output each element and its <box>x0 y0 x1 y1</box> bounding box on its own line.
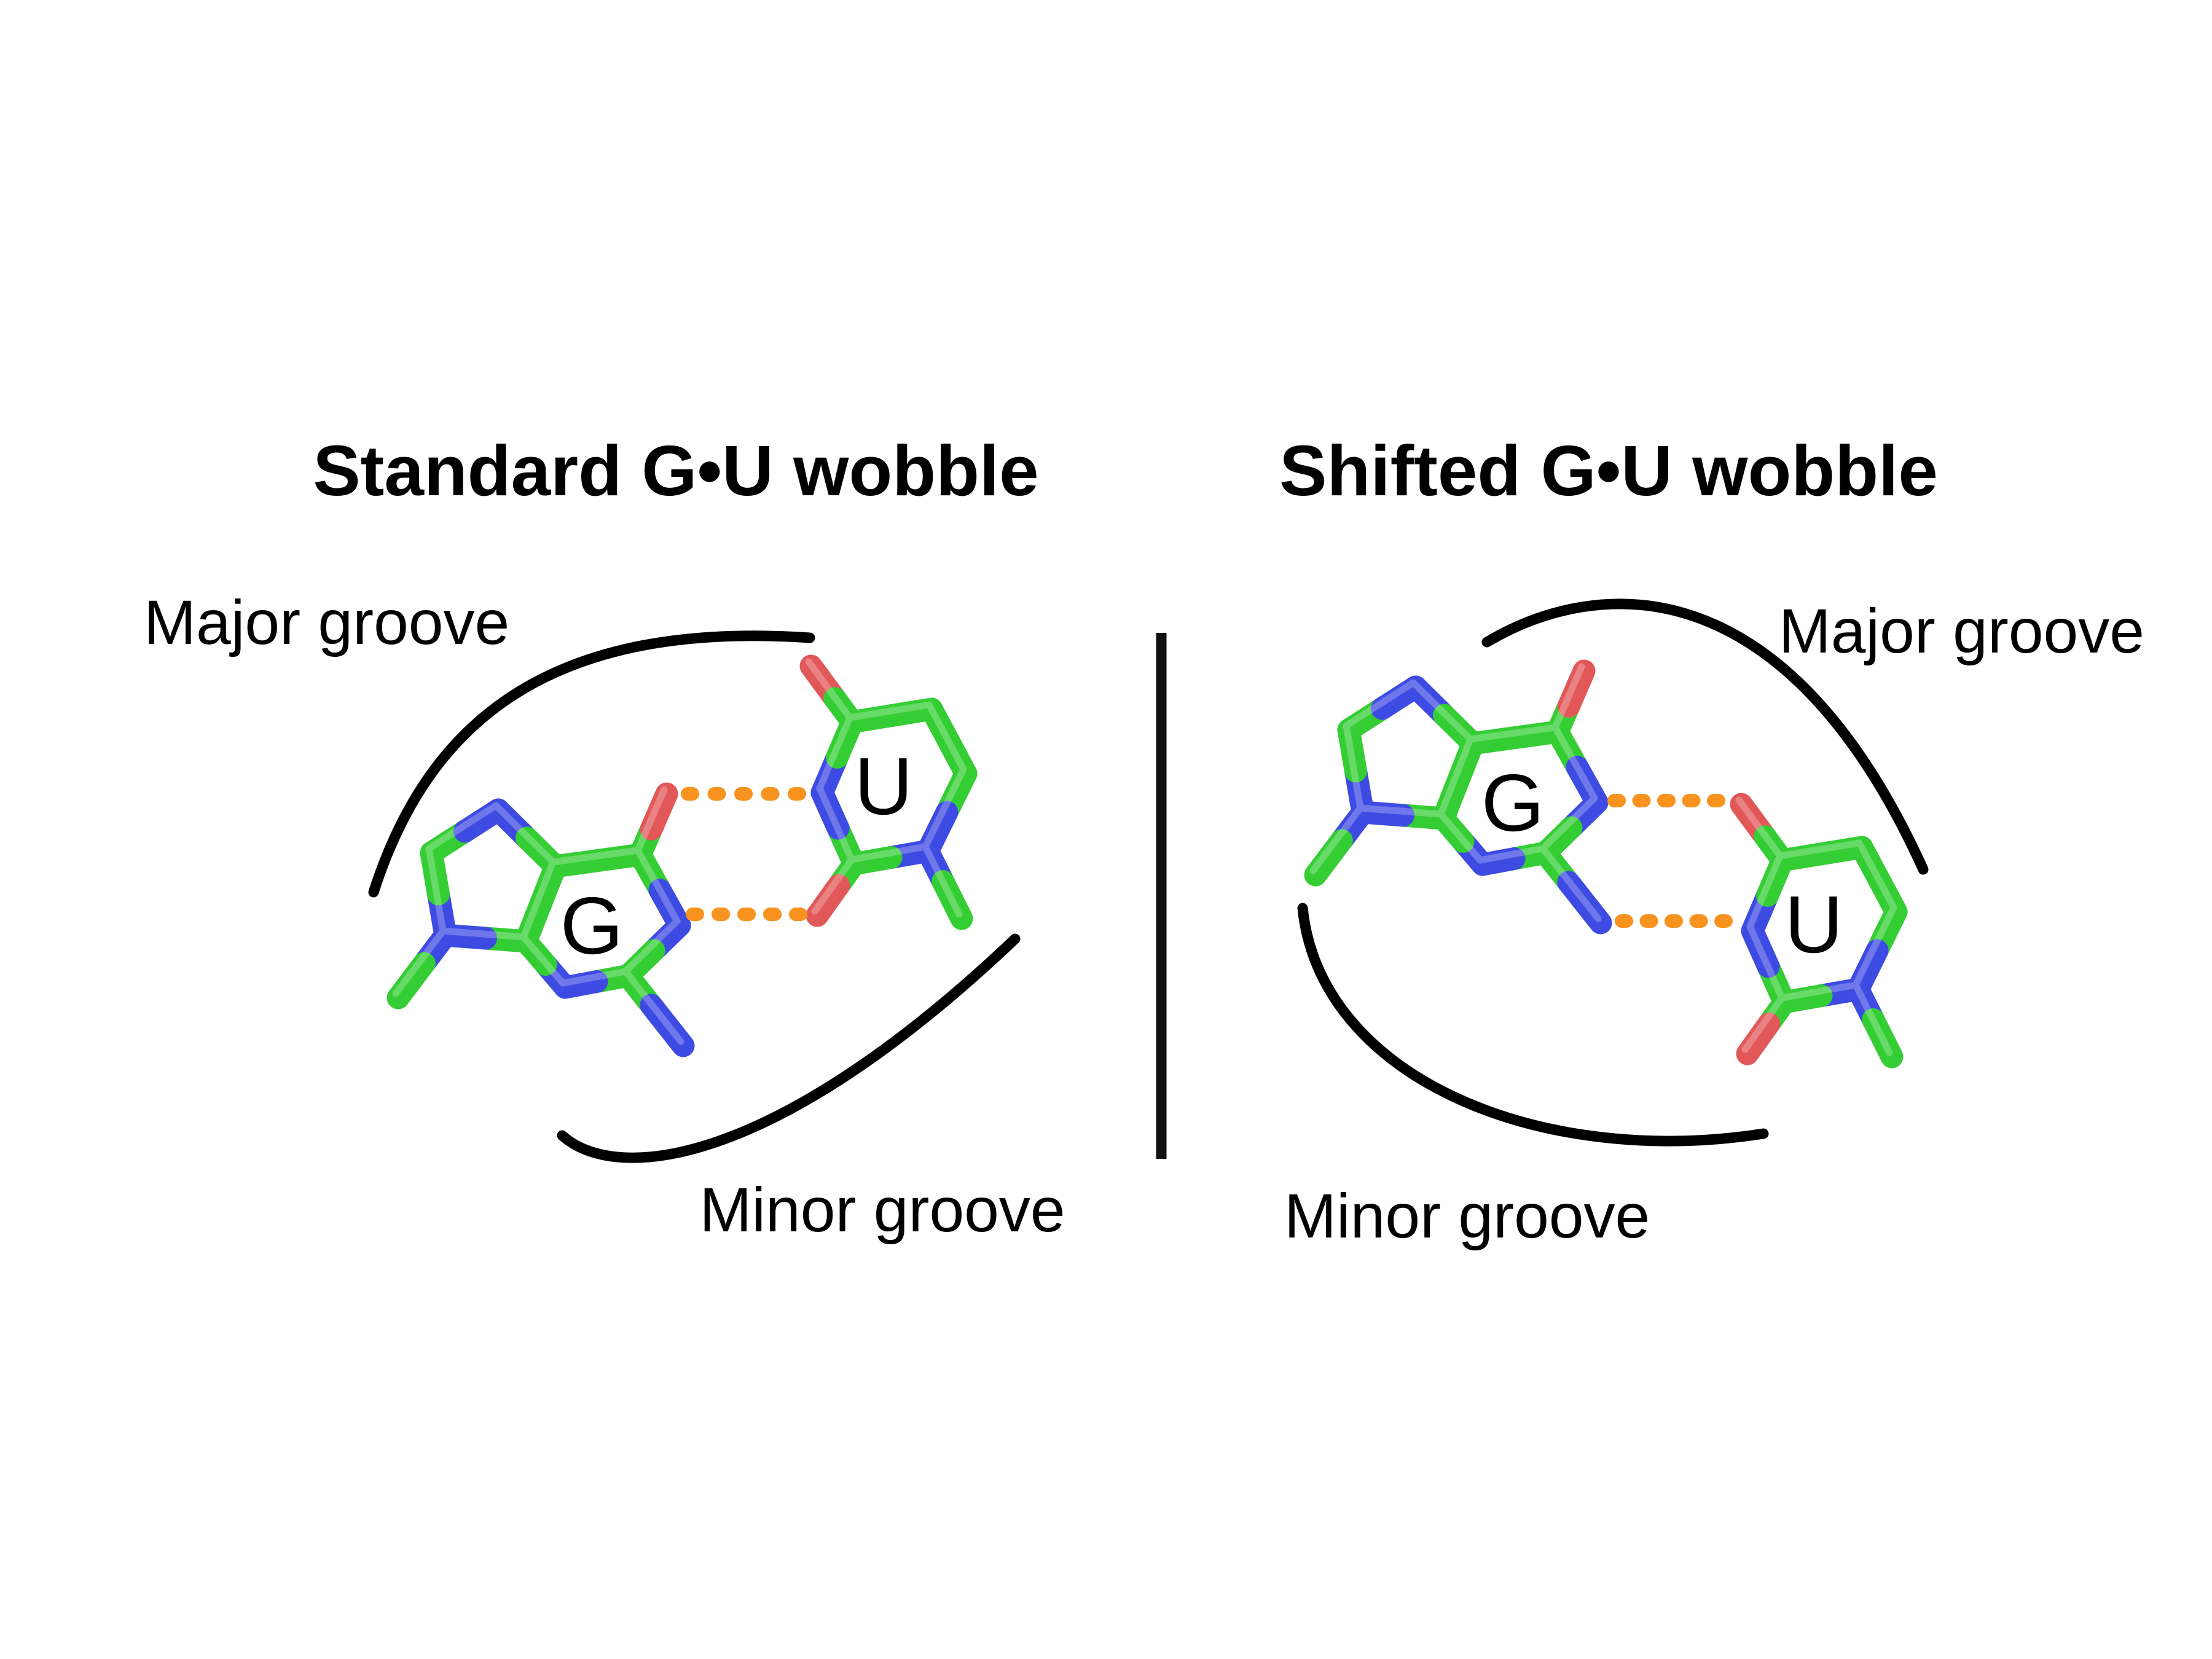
major-groove-arc-left <box>368 630 815 898</box>
stick-highlight <box>848 843 929 863</box>
major-groove-label-right: Major groove <box>1779 596 2144 666</box>
stick-highlight <box>425 802 500 852</box>
stick-highlight <box>1852 904 1897 989</box>
stick-highlights <box>1309 663 1602 922</box>
stick-highlight <box>1746 852 1784 930</box>
stick-highlights <box>805 658 967 918</box>
stick-highlight <box>520 858 557 941</box>
major-groove-arc-right <box>1481 598 1929 875</box>
stick-highlight <box>805 658 853 721</box>
stick-highlights <box>1735 796 1897 1056</box>
bond-stick <box>1862 1008 1904 1069</box>
bond-stick <box>826 710 864 769</box>
bond-stick <box>1432 807 1475 853</box>
stick-highlight <box>1343 722 1364 812</box>
stick-highlight <box>425 845 447 935</box>
stick-highlight <box>1778 981 1859 1002</box>
stick-highlight <box>634 786 668 854</box>
bond-stick <box>1304 829 1353 887</box>
stick-highlight <box>925 701 967 773</box>
stick-highlight <box>1539 845 1602 922</box>
minor-groove-label-left: Minor groove <box>699 1175 1065 1245</box>
bond-stick <box>931 870 973 930</box>
bond-stick <box>640 994 695 1057</box>
stick-highlight <box>846 701 933 721</box>
panel-title-standard-wobble: Standard G•U wobble <box>313 431 1038 511</box>
stick-highlight <box>816 714 853 792</box>
stick-highlight <box>1551 724 1598 802</box>
stick-highlight <box>622 968 684 1045</box>
bond-stick <box>386 952 436 1010</box>
bond-stick <box>640 782 678 841</box>
stick-highlight <box>492 802 557 866</box>
stick-highlight <box>1776 839 1863 860</box>
stick-highlight <box>922 766 967 850</box>
stick-highlight <box>1741 994 1786 1053</box>
minor-groove-arc-left <box>557 933 1021 1163</box>
molecule-uracil-left <box>799 654 978 930</box>
stick-highlight <box>392 927 447 997</box>
major-groove-label-left: Major groove <box>144 587 509 657</box>
stick-highlight <box>1343 679 1417 729</box>
stick-highlight <box>816 785 855 863</box>
minor-groove-label-right: Minor groove <box>1284 1181 1650 1251</box>
stick-highlight <box>559 968 629 987</box>
hydrogen-bonds <box>681 787 1733 928</box>
stick-highlight <box>922 843 963 918</box>
bond-stick <box>514 930 557 976</box>
stick-highlight <box>1467 724 1559 743</box>
stick-highlight <box>520 933 567 987</box>
bond-stick <box>806 874 850 927</box>
stick-highlight <box>1309 804 1364 874</box>
stick-highlight <box>549 847 641 866</box>
bond-stick <box>1736 1012 1781 1065</box>
base-letter-guanine-right: G <box>1481 758 1545 848</box>
stick-highlight <box>1551 663 1585 731</box>
stick-highlight <box>439 927 527 941</box>
panel-title-shifted-wobble: Shifted G•U wobble <box>1279 431 1938 511</box>
stick-highlight <box>1437 810 1484 864</box>
stick-highlights <box>392 786 684 1045</box>
stick-highlight <box>1437 735 1474 818</box>
minor-groove-arc-right <box>1297 903 1769 1147</box>
stick-highlight <box>634 847 681 925</box>
stick-highlight <box>811 856 855 915</box>
stick-highlight <box>1410 679 1474 743</box>
stick-highlight <box>1477 845 1547 864</box>
stick-highlight <box>1539 794 1598 852</box>
base-letter-guanine-left: G <box>560 880 624 971</box>
molecule-guanine-right <box>1304 659 1612 935</box>
stick-highlight <box>1852 981 1893 1056</box>
stick-highlight <box>1735 796 1784 860</box>
stick-highlight <box>622 917 681 975</box>
stick-highlight <box>1746 923 1786 1002</box>
molecule-uracil-right <box>1730 793 1908 1069</box>
bond-stick <box>1557 871 1612 935</box>
base-letter-uracil-right: U <box>1784 879 1843 970</box>
stick-highlight <box>1856 839 1897 911</box>
stick-highlight <box>1357 804 1445 818</box>
bond-stick <box>1756 849 1794 907</box>
base-letter-uracil-left: U <box>854 741 912 831</box>
molecule-guanine-left <box>386 782 695 1057</box>
bond-stick <box>1557 659 1596 718</box>
